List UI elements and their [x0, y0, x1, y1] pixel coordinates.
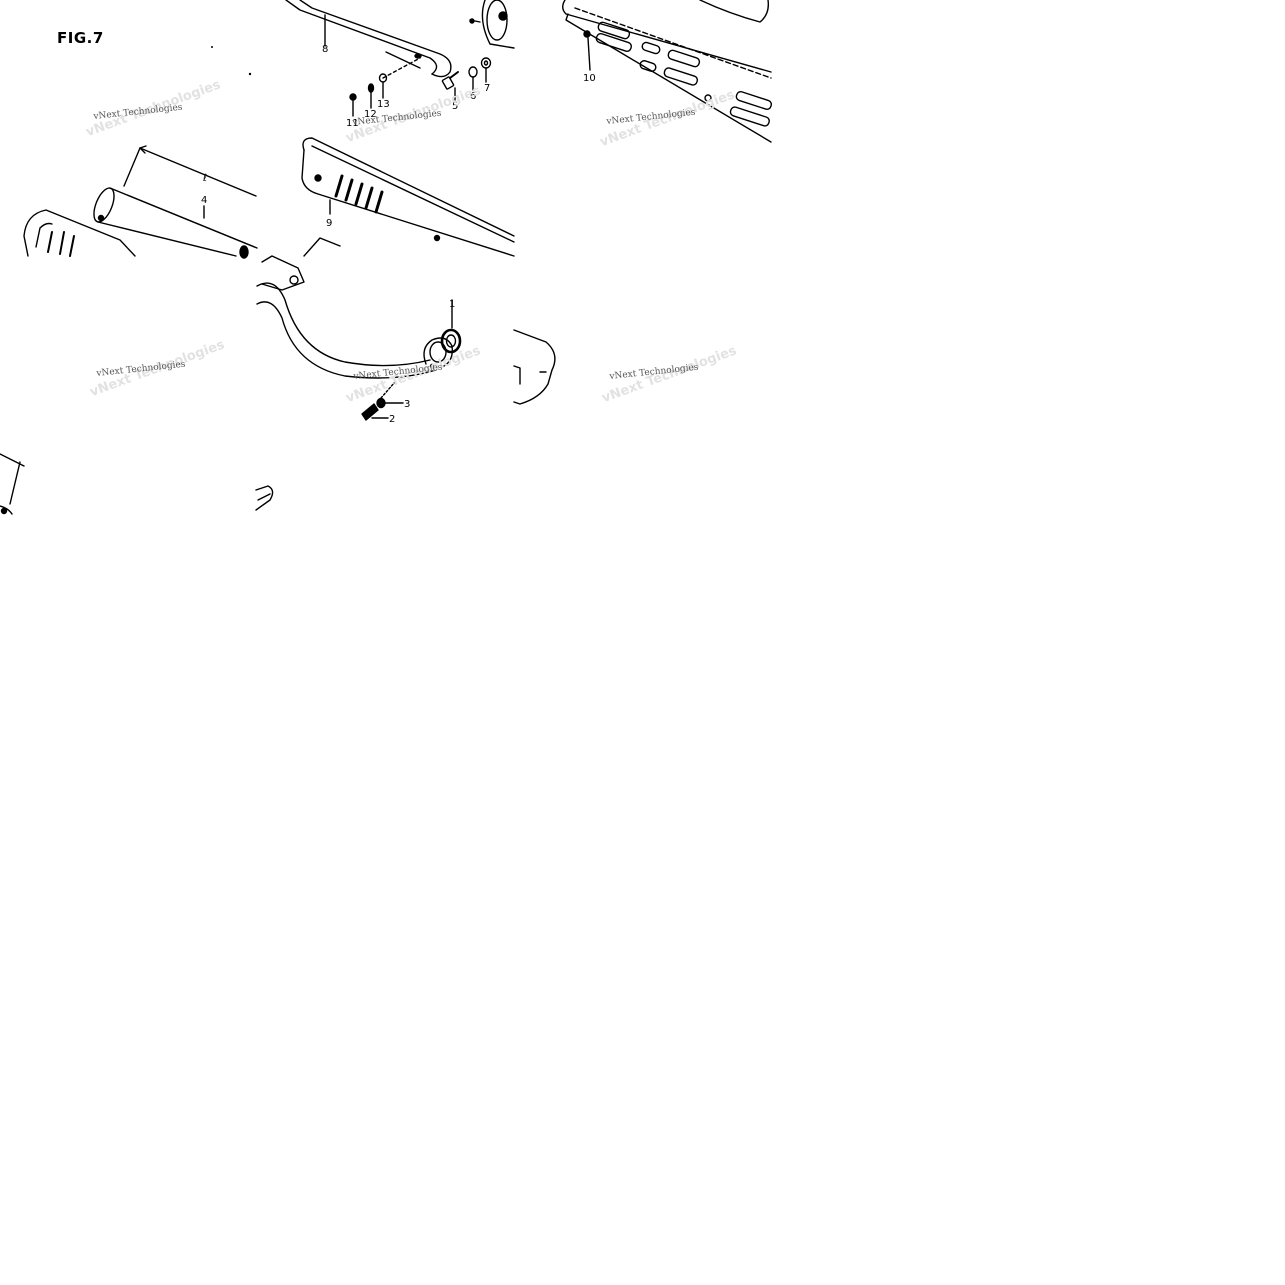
callout-length: ℓ: [203, 173, 207, 184]
callout-10: 10: [583, 73, 596, 84]
bottom-left-fragment: [0, 454, 24, 514]
muffler-end-cap: [470, 0, 514, 48]
callout-9: 9: [326, 218, 332, 229]
large-heat-shield: [563, 0, 773, 142]
upper-heat-shield: [286, 0, 451, 77]
figure-title: FIG.7: [57, 29, 104, 47]
callout-11: 11: [346, 118, 359, 129]
callout-5: 5: [452, 101, 458, 112]
callout-3: 3: [404, 399, 410, 410]
callout-4: 4: [201, 195, 207, 206]
muffler-assembly: [24, 146, 257, 258]
callout-1: 1: [449, 299, 455, 310]
callout-6: 6: [470, 91, 476, 102]
callout-8: 8: [322, 44, 328, 55]
callout-7: 7: [484, 83, 490, 94]
exhaust-pipe: [257, 256, 460, 378]
callout-12: 12: [364, 109, 377, 120]
lower-heat-shield: [302, 138, 514, 256]
callout-2: 2: [389, 414, 395, 425]
shield-fragment: [514, 330, 555, 404]
hardware-bolts: [350, 58, 491, 116]
callout-13: 13: [377, 99, 390, 110]
pipe-hardware: [256, 382, 403, 510]
